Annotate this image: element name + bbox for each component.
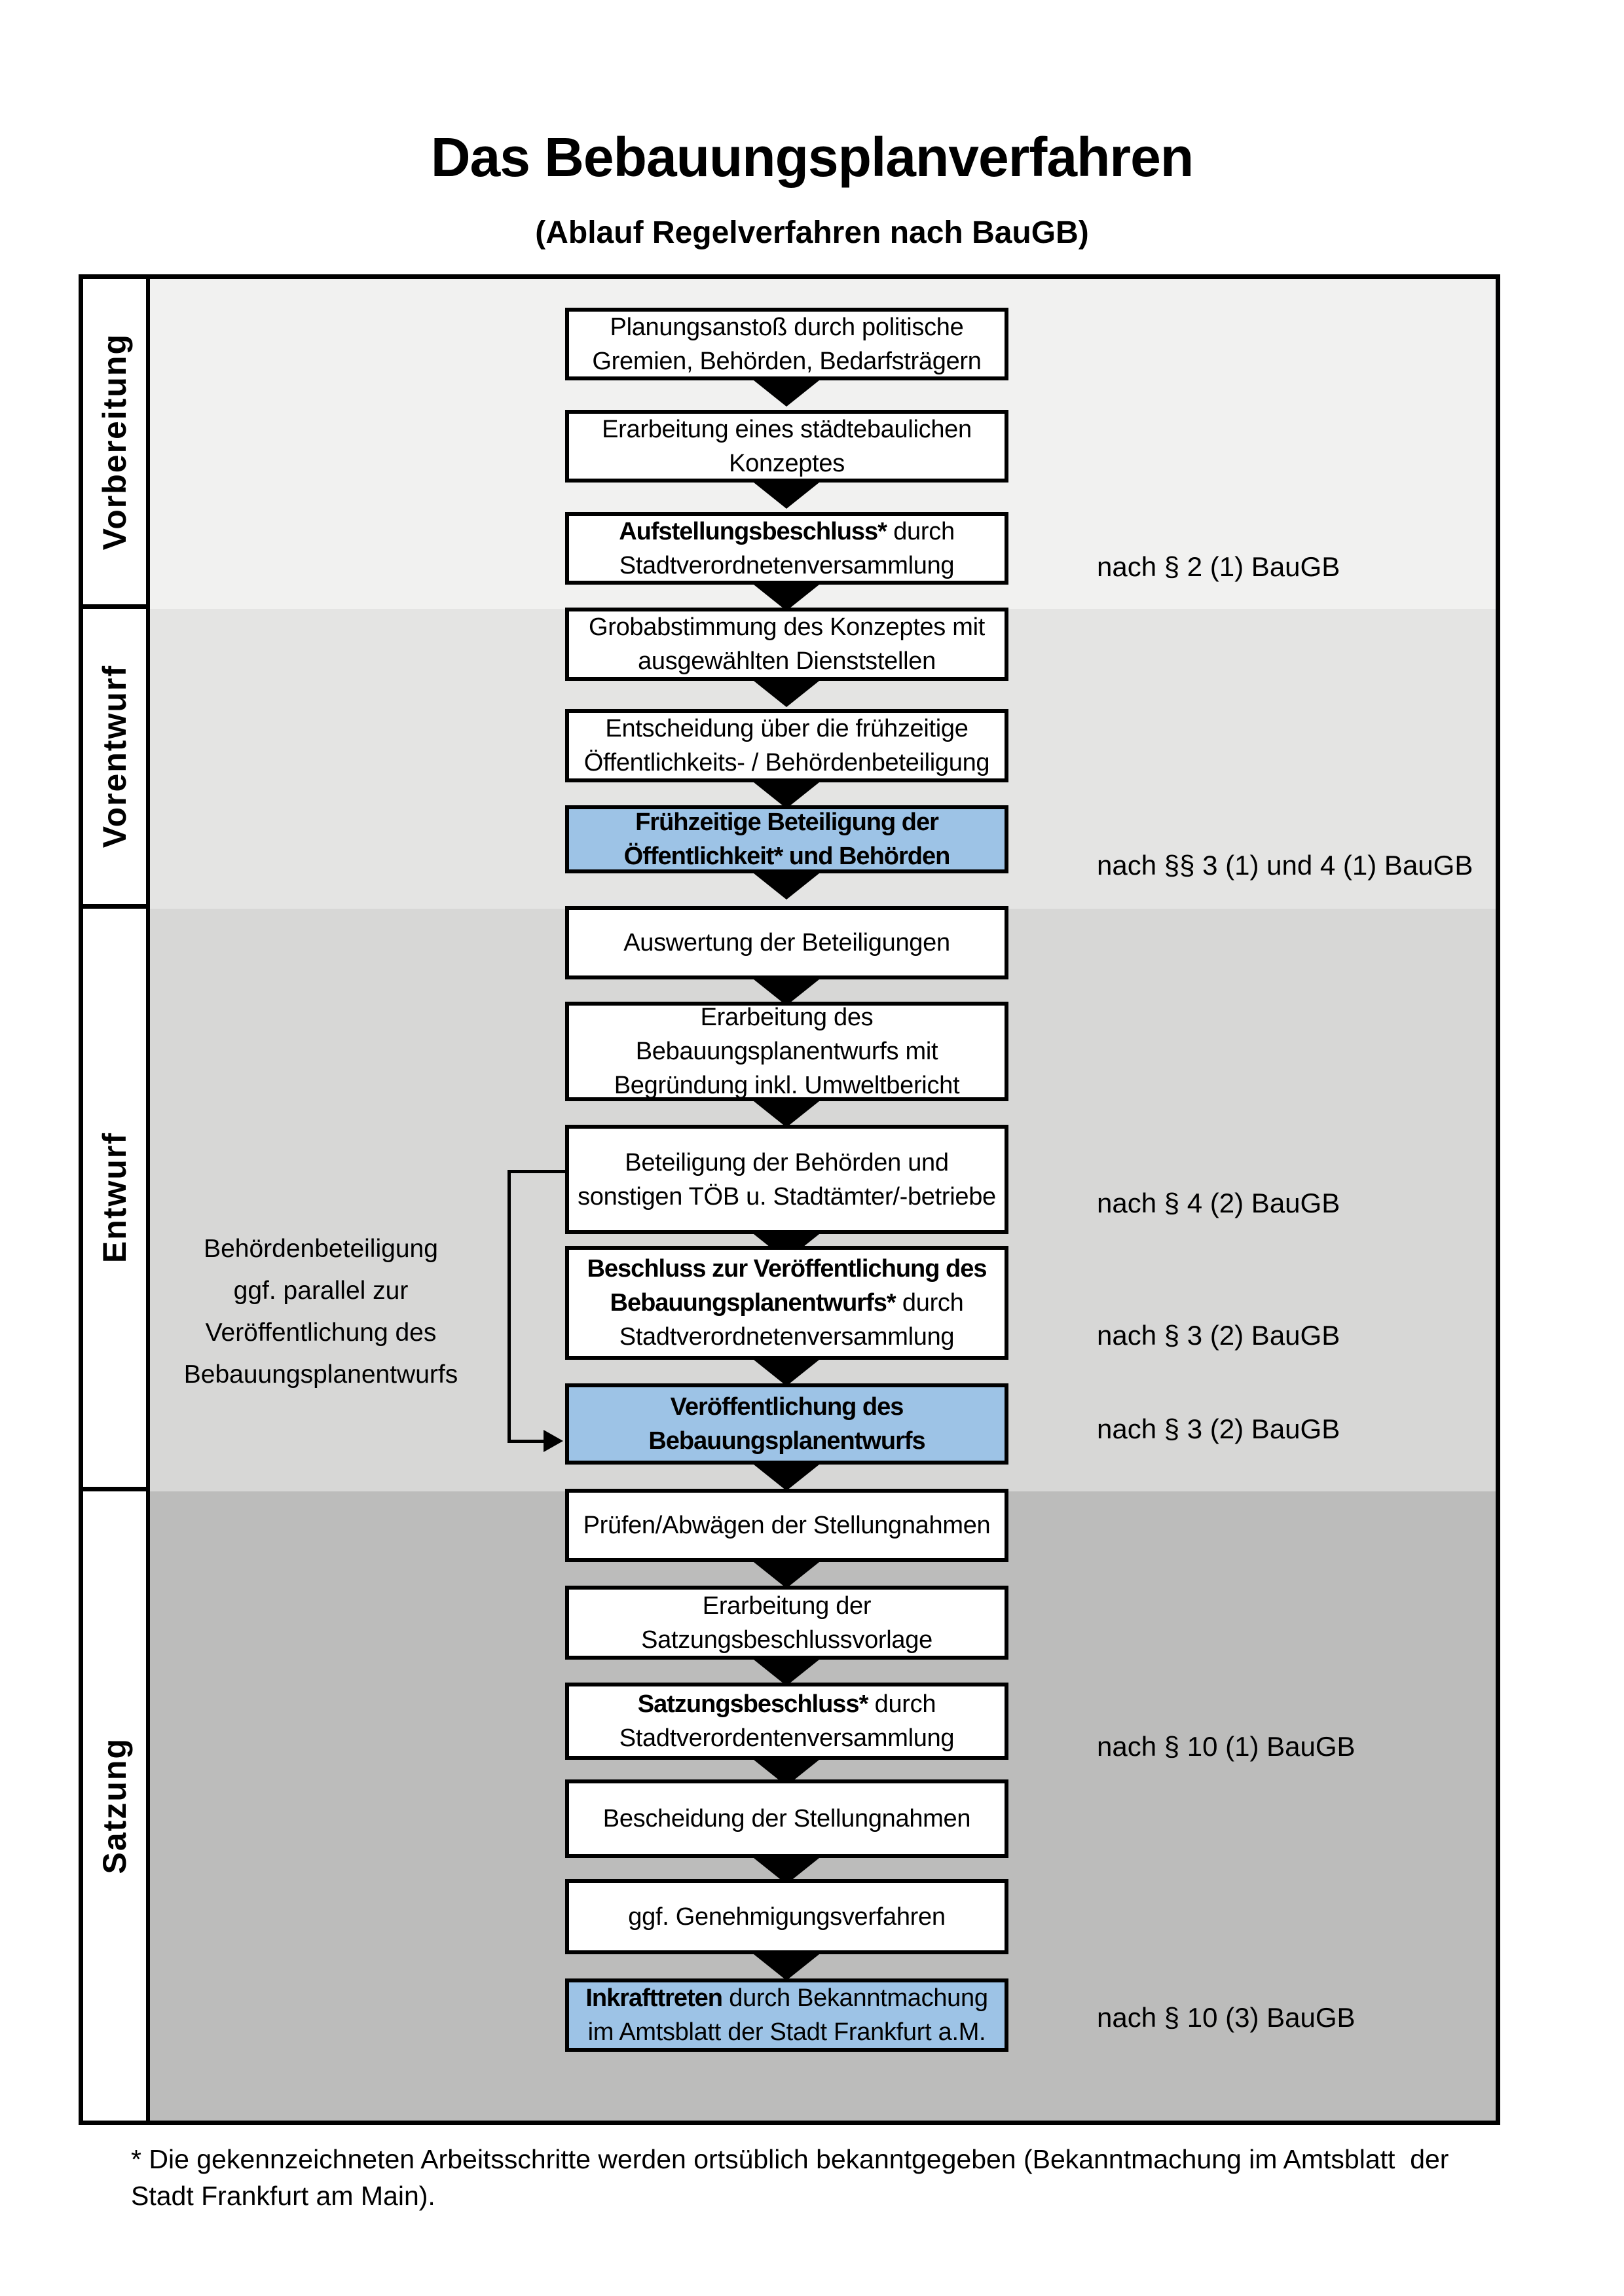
- step-entscheidung-fruehzeitige-beteiligung: Entscheidung über die frühzeitige Öffent…: [565, 709, 1008, 782]
- down-arrow-icon: [750, 582, 822, 611]
- parallel-connector-line: [507, 1440, 545, 1443]
- law-reference: nach § 2 (1) BauGB: [1097, 551, 1340, 582]
- down-arrow-icon: [750, 480, 822, 509]
- step-text: Auswertung der Beteiligungen: [623, 929, 950, 957]
- step-beschluss-veroeffentlichung: Beschluss zur Veröffentlichung des Bebau…: [565, 1246, 1008, 1360]
- step-text: Veröffentlichung des Bebauungsplanentwur…: [648, 1393, 925, 1455]
- step-veroeffentlichung-entwurf: Veröffentlichung des Bebauungsplanentwur…: [565, 1383, 1008, 1465]
- step-grobabstimmung: Grobabstimmung des Konzeptes mit ausgewä…: [565, 608, 1008, 681]
- law-reference: nach § 3 (2) BauGB: [1097, 1320, 1340, 1351]
- page-title: Das Bebauungsplanverfahren: [430, 126, 1194, 188]
- step-behoerdenbeteiligung: Beteiligung der Behörden und sonstigen T…: [565, 1125, 1008, 1234]
- phase-label-entwurf: Entwurf: [83, 909, 150, 1491]
- parallel-connector-line: [507, 1170, 511, 1443]
- footnote: * Die gekennzeichneten Arbeitsschritte w…: [131, 2144, 1456, 2211]
- down-arrow-icon: [750, 1952, 822, 1980]
- phase-label-vorentwurf: Vorentwurf: [83, 609, 150, 909]
- step-text: Prüfen/Abwägen der Stellungnahmen: [583, 1512, 991, 1539]
- step-text: Entscheidung über die frühzeitige Öffent…: [583, 715, 990, 776]
- step-auswertung-beteiligungen: Auswertung der Beteiligungen: [565, 906, 1008, 979]
- step-text: Beschluss zur Veröffentlichung des Bebau…: [587, 1255, 987, 1351]
- step-erarbeitung-entwurf: Erarbeitung des Bebauungsplanentwurfs mi…: [565, 1002, 1008, 1101]
- step-text: Grobabstimmung des Konzeptes mit ausgewä…: [588, 613, 986, 675]
- step-text: Satzungsbeschluss* durch Stadtverordente…: [619, 1690, 955, 1752]
- law-reference: nach §§ 3 (1) und 4 (1) BauGB: [1097, 850, 1473, 881]
- step-text: Erarbeitung eines städtebaulichen Konzep…: [602, 415, 972, 477]
- step-text: Beteiligung der Behörden und sonstigen T…: [578, 1148, 996, 1211]
- right-arrowhead-icon: [544, 1430, 563, 1452]
- step-aufstellungsbeschluss: Aufstellungsbeschluss* durch Stadtverord…: [565, 512, 1008, 585]
- step-bescheidung-stellungnahmen: Bescheidung der Stellungnahmen: [565, 1779, 1008, 1858]
- down-arrow-icon: [750, 977, 822, 1006]
- step-text: Erarbeitung des Bebauungsplanentwurfs mi…: [614, 1004, 960, 1099]
- step-planungsanstoss: Planungsanstoß durch politische Gremien,…: [565, 308, 1008, 380]
- down-arrow-icon: [750, 1099, 822, 1127]
- step-text: ggf. Genehmigungsverfahren: [628, 1903, 946, 1931]
- law-reference: nach § 10 (3) BauGB: [1097, 2002, 1356, 2033]
- down-arrow-icon: [750, 678, 822, 707]
- step-inkrafttreten: Inkrafttreten durch Bekanntmachung im Am…: [565, 1978, 1008, 2052]
- phase-label-vorbereitung: Vorbereitung: [83, 279, 150, 609]
- law-reference: nach § 4 (2) BauGB: [1097, 1188, 1340, 1218]
- parallel-procedure-note: Behördenbeteiligung ggf. parallel zur Ve…: [183, 1235, 458, 1389]
- step-text: Frühzeitige Beteiligung der Öffentlichke…: [623, 809, 951, 870]
- step-text: Erarbeitung der Satzungsbeschlussvorlage: [641, 1592, 932, 1654]
- step-genehmigungsverfahren: ggf. Genehmigungsverfahren: [565, 1879, 1008, 1954]
- law-reference: nach § 10 (1) BauGB: [1097, 1731, 1356, 1762]
- step-text: Inkrafttreten durch Bekanntmachung im Am…: [585, 1984, 988, 2046]
- step-satzungsbeschlussvorlage: Erarbeitung der Satzungsbeschlussvorlage: [565, 1586, 1008, 1660]
- step-fruehzeitige-beteiligung: Frühzeitige Beteiligung der Öffentlichke…: [565, 805, 1008, 873]
- phase-label-satzung: Satzung: [83, 1491, 150, 2121]
- down-arrow-icon: [750, 871, 822, 900]
- parallel-connector-line: [507, 1170, 566, 1173]
- down-arrow-icon: [750, 378, 822, 407]
- step-satzungsbeschluss: Satzungsbeschluss* durch Stadtverordente…: [565, 1683, 1008, 1760]
- page-subtitle: (Ablauf Regelverfahren nach BauGB): [535, 215, 1089, 250]
- step-text: Aufstellungsbeschluss* durch Stadtverord…: [619, 517, 955, 579]
- step-text: Planungsanstoß durch politische Gremien,…: [592, 313, 982, 375]
- down-arrow-icon: [750, 1657, 822, 1686]
- step-text: Bescheidung der Stellungnahmen: [602, 1805, 971, 1832]
- down-arrow-icon: [750, 1462, 822, 1491]
- down-arrow-icon: [750, 1357, 822, 1386]
- down-arrow-icon: [750, 780, 822, 809]
- law-reference: nach § 3 (2) BauGB: [1097, 1413, 1340, 1444]
- down-arrow-icon: [750, 1559, 822, 1588]
- step-staedtebauliches-konzept: Erarbeitung eines städtebaulichen Konzep…: [565, 410, 1008, 483]
- step-pruefen-abwaegen: Prüfen/Abwägen der Stellungnahmen: [565, 1489, 1008, 1562]
